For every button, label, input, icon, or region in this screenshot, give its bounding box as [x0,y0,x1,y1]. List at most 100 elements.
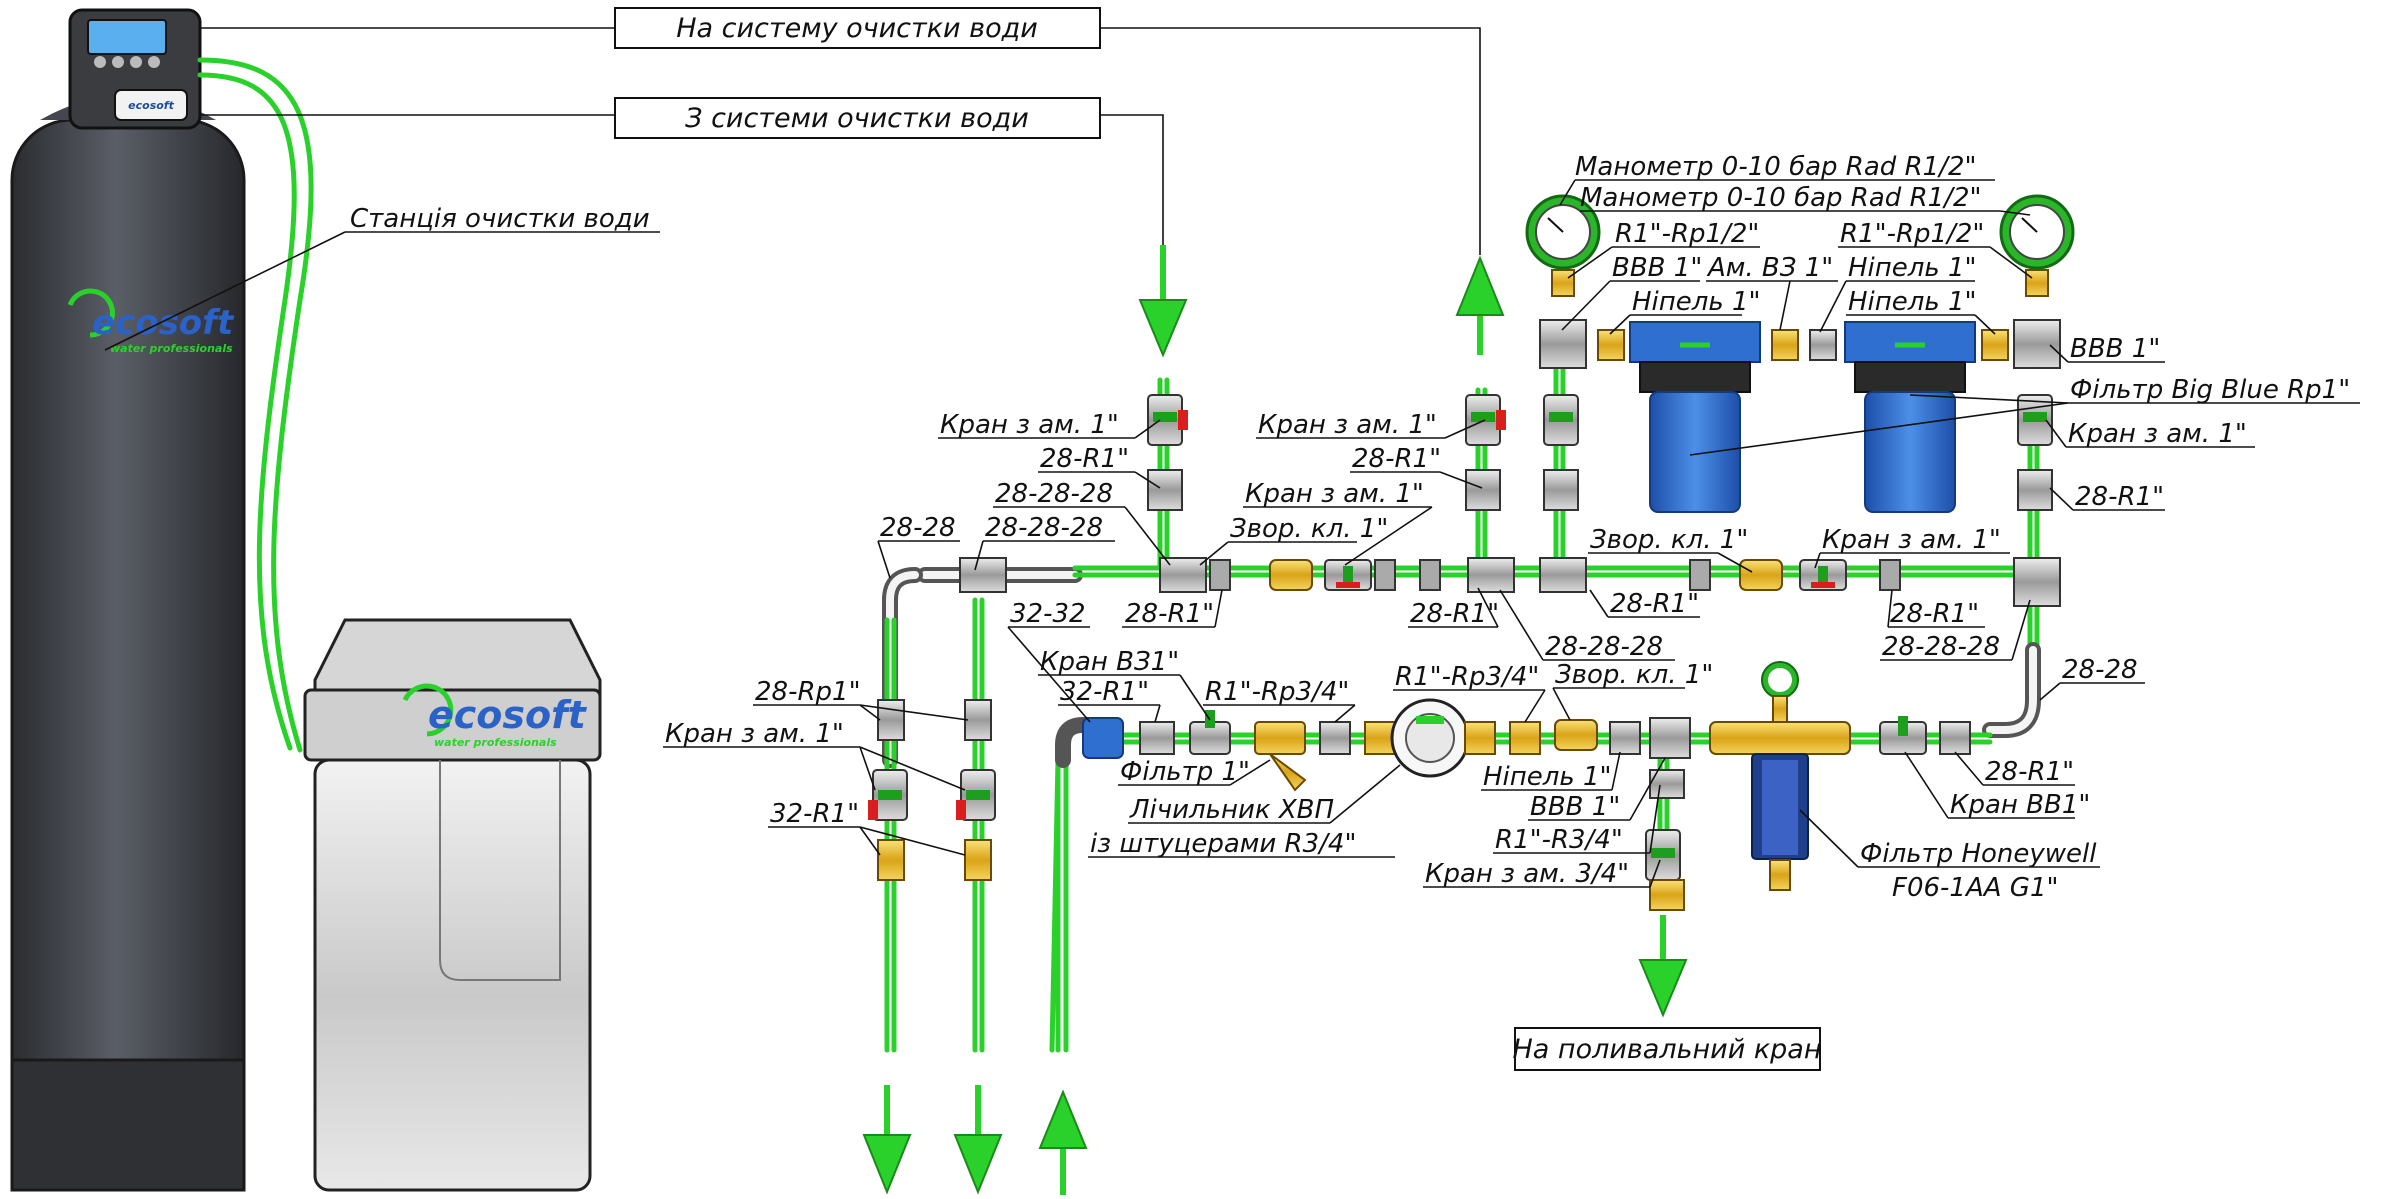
big-blue-filter-1 [1629,321,1761,513]
manometer-right [1999,194,2075,297]
label-elbow-2828-right: 28-28 [2062,655,2138,685]
tank-logo: ecosoft water professionals [67,288,235,355]
check-valve-3 [1554,719,1598,751]
tee-vvv-right [2013,319,2061,369]
garden-label: На поливальний кран [1512,1034,1821,1065]
label-r1-r34: R1"-R3/4" [1495,825,1623,855]
label-vvv-lower: ВВВ 1" [1530,792,1620,822]
label-tee-282828-d: 28-28-28 [1882,632,2000,662]
from-system-label: З системи очистки води [685,103,1029,134]
valve-label-plate [114,89,188,121]
tank-brand-text: ecosoft [92,303,235,343]
arrow-down-in [1138,245,1188,358]
cabinet-brand-tagline: water professionals [434,736,557,749]
label-zvor-1: Звор. кл. 1" [1230,514,1388,544]
ball-valve-v31 [1189,710,1231,755]
label-zvor-2: Звор. кл. 1" [1590,525,1748,555]
label-manometer-1: Манометр 0-10 бар Rad R1/2" [1575,152,1976,182]
label-kran-v31: Кран ВЗ1" [1040,647,1179,677]
big-blue-filter-2 [1844,321,1976,513]
label-meter-1: Лічильник ХВП [1129,795,1334,825]
label-am-v3: Ам. ВЗ 1" [1706,253,1833,283]
label-tee-282828-b: 28-28-28 [985,513,1103,543]
label-kran-am-34: Кран з ам. 3/4" [1425,859,1629,889]
label-28r1-c: 28-R1" [1352,444,1441,474]
tee-vvv-left [1539,319,1587,369]
label-vvv-right: ВВВ 1" [2070,334,2160,364]
label-28r1-lower: 28-R1" [1985,757,2074,787]
arrow-down-garden [1638,915,1688,1018]
ball-valve-main-2 [1799,559,1847,591]
label-station: Станція очистки води [350,204,650,234]
honeywell-filter [1709,661,1851,891]
tee-282828-e [2013,557,2061,607]
label-kran-vv1: Кран ВВ1" [1950,790,2090,820]
label-28r1-g: 28-R1" [2075,482,2164,512]
control-display [87,19,167,55]
label-nipel-right: Ніпель 1" [1848,253,1976,283]
tee-282828-d [1539,557,1587,593]
from-system-box [614,97,1101,139]
ball-valve-garden [1645,829,1681,881]
ball-valve-main-1 [1324,559,1372,591]
label-28rp1: 28-Rp1" [755,677,861,707]
brine-hose-1 [197,57,314,753]
garden-box [1514,1027,1821,1071]
check-valve-1 [1269,559,1313,591]
label-r1-rp34-a: R1"-Rp3/4" [1205,677,1349,707]
label-nipel-left: Ніпель 1" [1632,287,1760,317]
ball-valve-vv1 [1879,716,1927,755]
check-valve-2 [1739,559,1783,591]
label-nipel-1-bottom: Ніпель 1" [1483,762,1611,792]
label-32r1-top: 32-R1" [1060,677,1149,707]
arrow-up-left-3 [1038,1089,1088,1195]
label-32r1-bottom: 32-R1" [770,799,859,829]
tee-282828-c [1467,557,1515,593]
label-kran-am-1: Кран з ам. 1" [940,410,1119,440]
label-r1-rp12-right: R1"-Rp1/2" [1840,219,1984,249]
cabinet-brand-text: ecosoft [428,693,588,737]
water-meter [1364,698,1496,778]
label-kran-am-4: Кран з ам. 1" [1822,525,2001,555]
fittings [868,319,2061,881]
lower-assembly [1055,661,1971,911]
valve-brand-text: ecosoft [128,99,174,112]
strainer-filter [1254,721,1307,792]
brine-hose-2 [197,72,297,751]
label-28r1-e: 28-R1" [1610,589,1699,619]
to-system-label: На систему очистки води [676,13,1038,44]
label-kran-am-6: Кран з ам. 1" [2068,419,2247,449]
tank-brand-tagline: water professionals [110,342,233,355]
label-28r1-a: 28-R1" [1040,444,1129,474]
to-system-box [614,7,1101,49]
ball-valve-v2 [1465,394,1506,446]
route-line-from-system-b [1100,114,1164,255]
label-28r1-f: 28-R1" [1890,599,1979,629]
label-honeywell-2: F06-1AA G1" [1892,873,2058,903]
route-line-to-system-b [1100,27,1481,255]
cabinet-logo: ecosoft water professionals [402,683,588,749]
label-kran-am-5-left: Кран з ам. 1" [665,719,844,749]
tee-282828-a [1159,557,1207,593]
label-vvv-left: ВВВ 1" [1612,253,1702,283]
label-kran-am-2: Кран з ам. 1" [1245,479,1424,509]
ball-valve-left-1 [868,769,908,821]
label-elbow-3232: 32-32 [1010,599,1086,629]
tee-vvv-lower [1649,717,1691,759]
label-honeywell-1: Фільтр Honeywell [1860,839,2097,869]
arrow-down-left-1 [862,1085,912,1195]
label-filter-1: Фільтр 1" [1120,757,1250,787]
manometer-left [1525,194,1601,297]
label-r1-rp34-b: R1"-Rp3/4" [1395,662,1539,692]
label-meter-2: із штуцерами R3/4" [1090,829,1356,859]
label-28r1-b: 28-R1" [1125,599,1214,629]
ball-valve-v1 [1147,394,1188,446]
filter-tank: ecosoft ecosoft water professionals [10,8,246,1192]
labels: Станція очистки води Манометр 0-10 бар R… [104,152,2360,903]
label-28r1-d: 28-R1" [1410,599,1499,629]
label-kran-am-3: Кран з ам. 1" [1258,410,1437,440]
brine-cabinet: ecosoft water professionals [303,618,602,1192]
label-tee-282828-c: 28-28-28 [1545,632,1663,662]
label-r1-rp12-left: R1"-Rp1/2" [1615,219,1759,249]
